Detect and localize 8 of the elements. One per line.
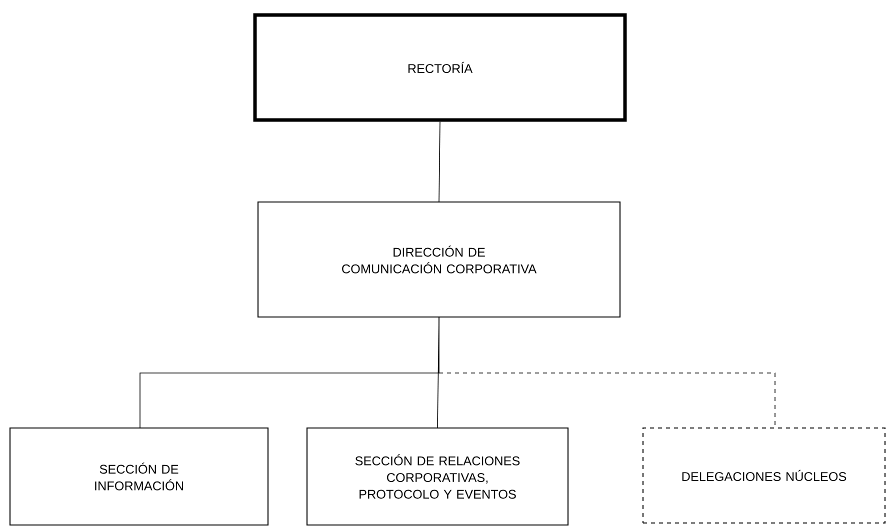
connector-line (437, 317, 440, 428)
org-box: SECCIÓN DE INFORMACIÓN (9, 427, 269, 526)
connector-line (438, 121, 440, 202)
org-box: DIRECCIÓN DE COMUNICACIÓN CORPORATIVA (257, 201, 621, 318)
org-box: RECTORÍA (253, 13, 627, 122)
connector-line (438, 372, 776, 428)
org-box: SECCIÓN DE RELACIONES CORPORATIVAS, PROTOCOLO Y EVENTOS (306, 427, 569, 526)
org-box: DELEGACIONES NÚCLEOS (642, 427, 886, 524)
